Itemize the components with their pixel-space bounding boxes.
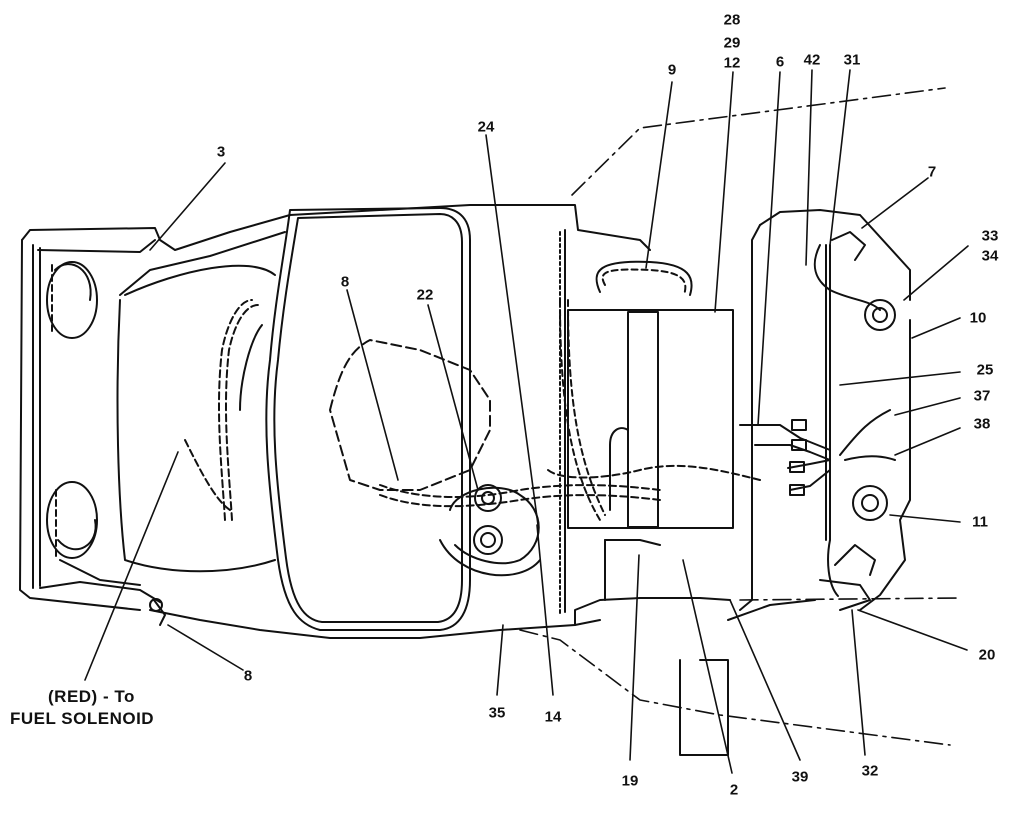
callout-31: 31 xyxy=(843,51,861,69)
left-wheels xyxy=(46,261,98,561)
callout-35: 35 xyxy=(488,704,506,722)
callout-28: 28 xyxy=(723,11,741,29)
callout-10: 10 xyxy=(969,309,987,327)
callout-20: 20 xyxy=(978,646,996,664)
callout-33: 33 xyxy=(981,227,999,245)
misc-lines xyxy=(149,229,731,626)
harness-left xyxy=(184,299,761,521)
right-panel xyxy=(679,209,911,756)
callout-24: 24 xyxy=(477,118,495,136)
tank-outline xyxy=(116,207,471,631)
callout-6: 6 xyxy=(775,53,785,71)
frame-outline xyxy=(19,204,651,639)
callout-29: 29 xyxy=(723,34,741,52)
callout-32: 32 xyxy=(861,762,879,780)
callout-22: 22 xyxy=(416,286,434,304)
note-line-2: FUEL SOLENOID xyxy=(10,709,155,729)
leader-lines xyxy=(84,69,969,774)
callout-11: 11 xyxy=(972,513,988,531)
callout-37: 37 xyxy=(973,387,991,405)
chassis-phantom xyxy=(519,87,961,746)
fuel-solenoid-note: (RED) - To FUEL SOLENOID xyxy=(10,686,154,730)
callout-39: 39 xyxy=(791,768,809,786)
callout-25: 25 xyxy=(976,361,994,379)
callout-3: 3 xyxy=(216,143,226,161)
callout-19: 19 xyxy=(621,772,639,790)
callout-42: 42 xyxy=(803,51,821,69)
harness-connectors xyxy=(739,409,896,496)
note-line-1: (RED) - To xyxy=(48,687,135,706)
callout-34: 34 xyxy=(981,247,999,265)
callout-12: 12 xyxy=(723,54,741,72)
engine-area xyxy=(329,339,541,577)
callout-7: 7 xyxy=(927,163,937,181)
callout-9: 9 xyxy=(667,61,677,79)
callout-2: 2 xyxy=(729,781,739,799)
callout-8-upper: 8 xyxy=(340,273,350,291)
callout-8-lower: 8 xyxy=(243,667,253,685)
callout-14: 14 xyxy=(544,708,562,726)
callout-38: 38 xyxy=(973,415,991,433)
